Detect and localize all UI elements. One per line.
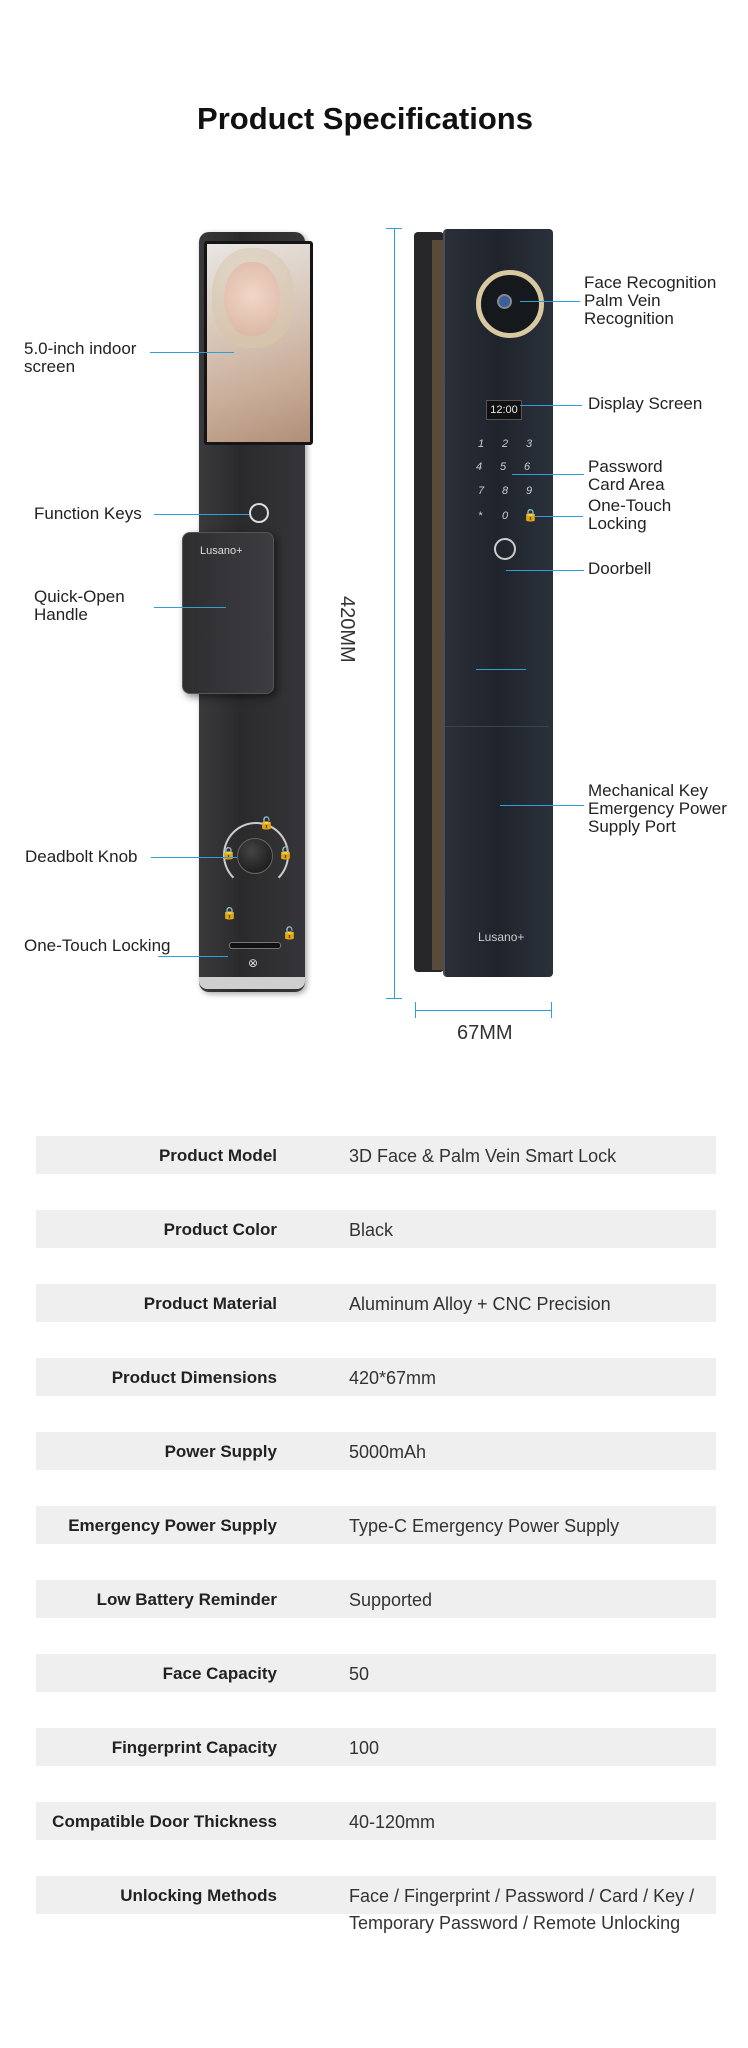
spec-label: Unlocking Methods — [120, 1886, 277, 1905]
leader-line — [520, 301, 580, 302]
lock-icon: 🔒 — [222, 906, 237, 920]
screen-portrait-face — [224, 262, 280, 336]
unlock-icon: 🔓 — [278, 846, 293, 860]
callout-deadbolt-knob: Deadbolt Knob — [25, 847, 138, 866]
spec-row-background — [36, 1358, 716, 1396]
spec-value: Supported — [349, 1590, 433, 1610]
spec-value: Aluminum Alloy + CNC Precision — [349, 1294, 611, 1314]
spec-value: 50 — [349, 1664, 370, 1684]
callout-face-palm-recognition: Face Recognition Palm Vein Recognition — [584, 273, 717, 328]
keypad-key: 6 — [524, 461, 531, 473]
keypad-key: 8 — [502, 485, 509, 497]
spec-value: Black — [349, 1220, 394, 1240]
leader-line — [150, 352, 234, 353]
leader-line — [151, 857, 237, 858]
dimension-tick — [551, 1002, 552, 1018]
handle-brand-logo: Lusano+ — [200, 545, 243, 557]
callout-quick-open-handle: Quick-Open Handle — [34, 587, 125, 624]
page-title: Product Specifications — [197, 101, 533, 136]
doorbell-icon — [494, 538, 516, 560]
spec-label: Face Capacity — [162, 1664, 277, 1683]
width-dimension-line — [415, 1010, 552, 1011]
keypad-key: 3 — [526, 438, 533, 450]
spec-label: Low Battery Reminder — [96, 1590, 277, 1609]
front-lock-base — [199, 977, 305, 989]
spec-value: Type-C Emergency Power Supply — [349, 1516, 620, 1536]
display-screen: 12:00 — [486, 400, 522, 420]
leader-line — [506, 570, 584, 571]
spec-label: Product Material — [143, 1294, 277, 1313]
leader-line — [154, 514, 249, 515]
spec-value: 100 — [349, 1738, 380, 1758]
leader-line — [512, 474, 584, 475]
unlock-icon: 🔓 — [282, 926, 297, 940]
width-dimension-label: 67MM — [457, 1022, 513, 1044]
keypad-key: 9 — [526, 485, 533, 497]
leader-line — [520, 405, 582, 406]
knob-ring — [223, 822, 289, 888]
callout-doorbell: Doorbell — [588, 559, 652, 578]
spec-value: 40-120mm — [349, 1812, 436, 1832]
height-dimension-label: 420MM — [336, 596, 358, 663]
unlock-icon: 🔓 — [259, 816, 274, 830]
spec-row-background — [36, 1802, 716, 1840]
callout-password-card-area: Password Card Area — [588, 457, 665, 494]
lock-icon: 🔒 — [221, 846, 236, 860]
callout-display-screen: Display Screen — [588, 394, 703, 413]
keypad-key: * — [478, 510, 483, 522]
spec-label: Product Dimensions — [111, 1368, 277, 1387]
spec-value: 5000mAh — [349, 1442, 427, 1462]
spec-label: Emergency Power Supply — [68, 1516, 277, 1535]
dimension-tick — [386, 998, 402, 999]
side-lock-body — [443, 229, 553, 977]
spec-label: Compatible Door Thickness — [52, 1812, 277, 1831]
spec-value: 3D Face & Palm Vein Smart Lock — [349, 1146, 617, 1166]
function-key-button — [249, 503, 269, 523]
spec-row-background — [36, 1136, 716, 1174]
spec-row-background — [36, 1506, 716, 1544]
spec-label: Product Color — [163, 1220, 277, 1239]
deadbolt-knob — [237, 838, 273, 874]
keypad-key: 5 — [500, 461, 507, 473]
spec-label: Power Supply — [164, 1442, 277, 1461]
leader-line — [535, 516, 583, 517]
spec-row-background — [36, 1876, 716, 1914]
leader-line — [500, 805, 584, 806]
spec-value: 420*67mm — [349, 1368, 437, 1388]
callout-function-keys: Function Keys — [34, 504, 142, 523]
leader-line — [154, 607, 226, 608]
height-dimension-line — [394, 228, 395, 998]
keyhole-icon: ⊗ — [248, 956, 259, 970]
spec-row-background — [36, 1210, 716, 1248]
side-lock-divider — [445, 726, 549, 727]
lock-icon: 🔒 — [523, 508, 538, 522]
spec-row-background — [36, 1728, 716, 1766]
spec-row-background — [36, 1654, 716, 1692]
keypad-key: 1 — [478, 438, 485, 450]
one-touch-slot — [229, 942, 281, 949]
callout-one-touch-locking-front: One-Touch Locking — [24, 936, 171, 955]
quick-open-handle — [182, 532, 274, 694]
keypad-key: 7 — [478, 485, 485, 497]
callout-indoor-screen: 5.0-inch indoor screen — [24, 339, 137, 376]
dimension-tick — [415, 1002, 416, 1018]
keypad-key: 0 — [502, 510, 509, 522]
spec-row-background — [36, 1284, 716, 1322]
spec-value: Face / Fingerprint / Password / Card / K… — [349, 1886, 695, 1933]
keypad-key: 2 — [502, 438, 509, 450]
camera-lens — [497, 294, 512, 309]
callout-one-touch-locking-side: One-Touch Locking — [588, 496, 672, 533]
side-brand-logo: Lusano+ — [478, 930, 525, 944]
spec-row-background — [36, 1432, 716, 1470]
callout-mechanical-key: Mechanical Key Emergency Power Supply Po… — [588, 781, 727, 836]
spec-label: Product Model — [158, 1146, 277, 1165]
keypad-key: 4 — [476, 461, 483, 473]
spec-row-background — [36, 1580, 716, 1618]
leader-line — [158, 956, 228, 957]
spec-label: Fingerprint Capacity — [111, 1738, 277, 1757]
side-accent-line — [476, 669, 526, 670]
dimension-tick — [386, 228, 402, 229]
